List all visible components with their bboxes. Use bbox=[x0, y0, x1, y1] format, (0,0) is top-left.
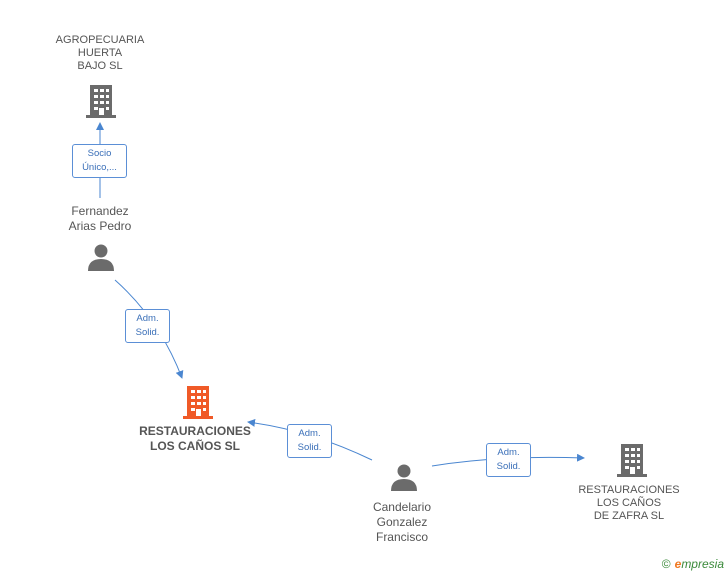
edge-label-socio[interactable]: Socio Único,... bbox=[72, 144, 127, 178]
node-label-candelario[interactable]: Candelario Gonzalez Francisco bbox=[372, 500, 432, 544]
footer-brand: ©empresia bbox=[662, 557, 724, 571]
node-label-restauraciones-main[interactable]: RESTAURACIONES LOS CAÑOS SL bbox=[139, 424, 251, 453]
person-icon[interactable] bbox=[389, 462, 419, 492]
copyright-icon: © bbox=[661, 557, 671, 571]
building-icon[interactable] bbox=[615, 442, 649, 478]
brand-logo-e: e bbox=[674, 557, 682, 571]
person-icon[interactable] bbox=[86, 242, 116, 272]
node-label-agropecuaria[interactable]: AGROPECUARIA HUERTA BAJO SL bbox=[55, 34, 145, 72]
edge-label-adm-2[interactable]: Adm. Solid. bbox=[287, 424, 332, 458]
edge-label-adm-3[interactable]: Adm. Solid. bbox=[486, 443, 531, 477]
node-label-fernandez[interactable]: Fernandez Arias Pedro bbox=[68, 204, 132, 233]
node-label-restauraciones-zafra[interactable]: RESTAURACIONES LOS CAÑOS DE ZAFRA SL bbox=[578, 484, 680, 522]
building-icon[interactable] bbox=[181, 384, 215, 420]
building-icon[interactable] bbox=[84, 83, 118, 119]
edge-label-adm-1[interactable]: Adm. Solid. bbox=[125, 309, 170, 343]
brand-name: mpresia bbox=[681, 557, 724, 571]
